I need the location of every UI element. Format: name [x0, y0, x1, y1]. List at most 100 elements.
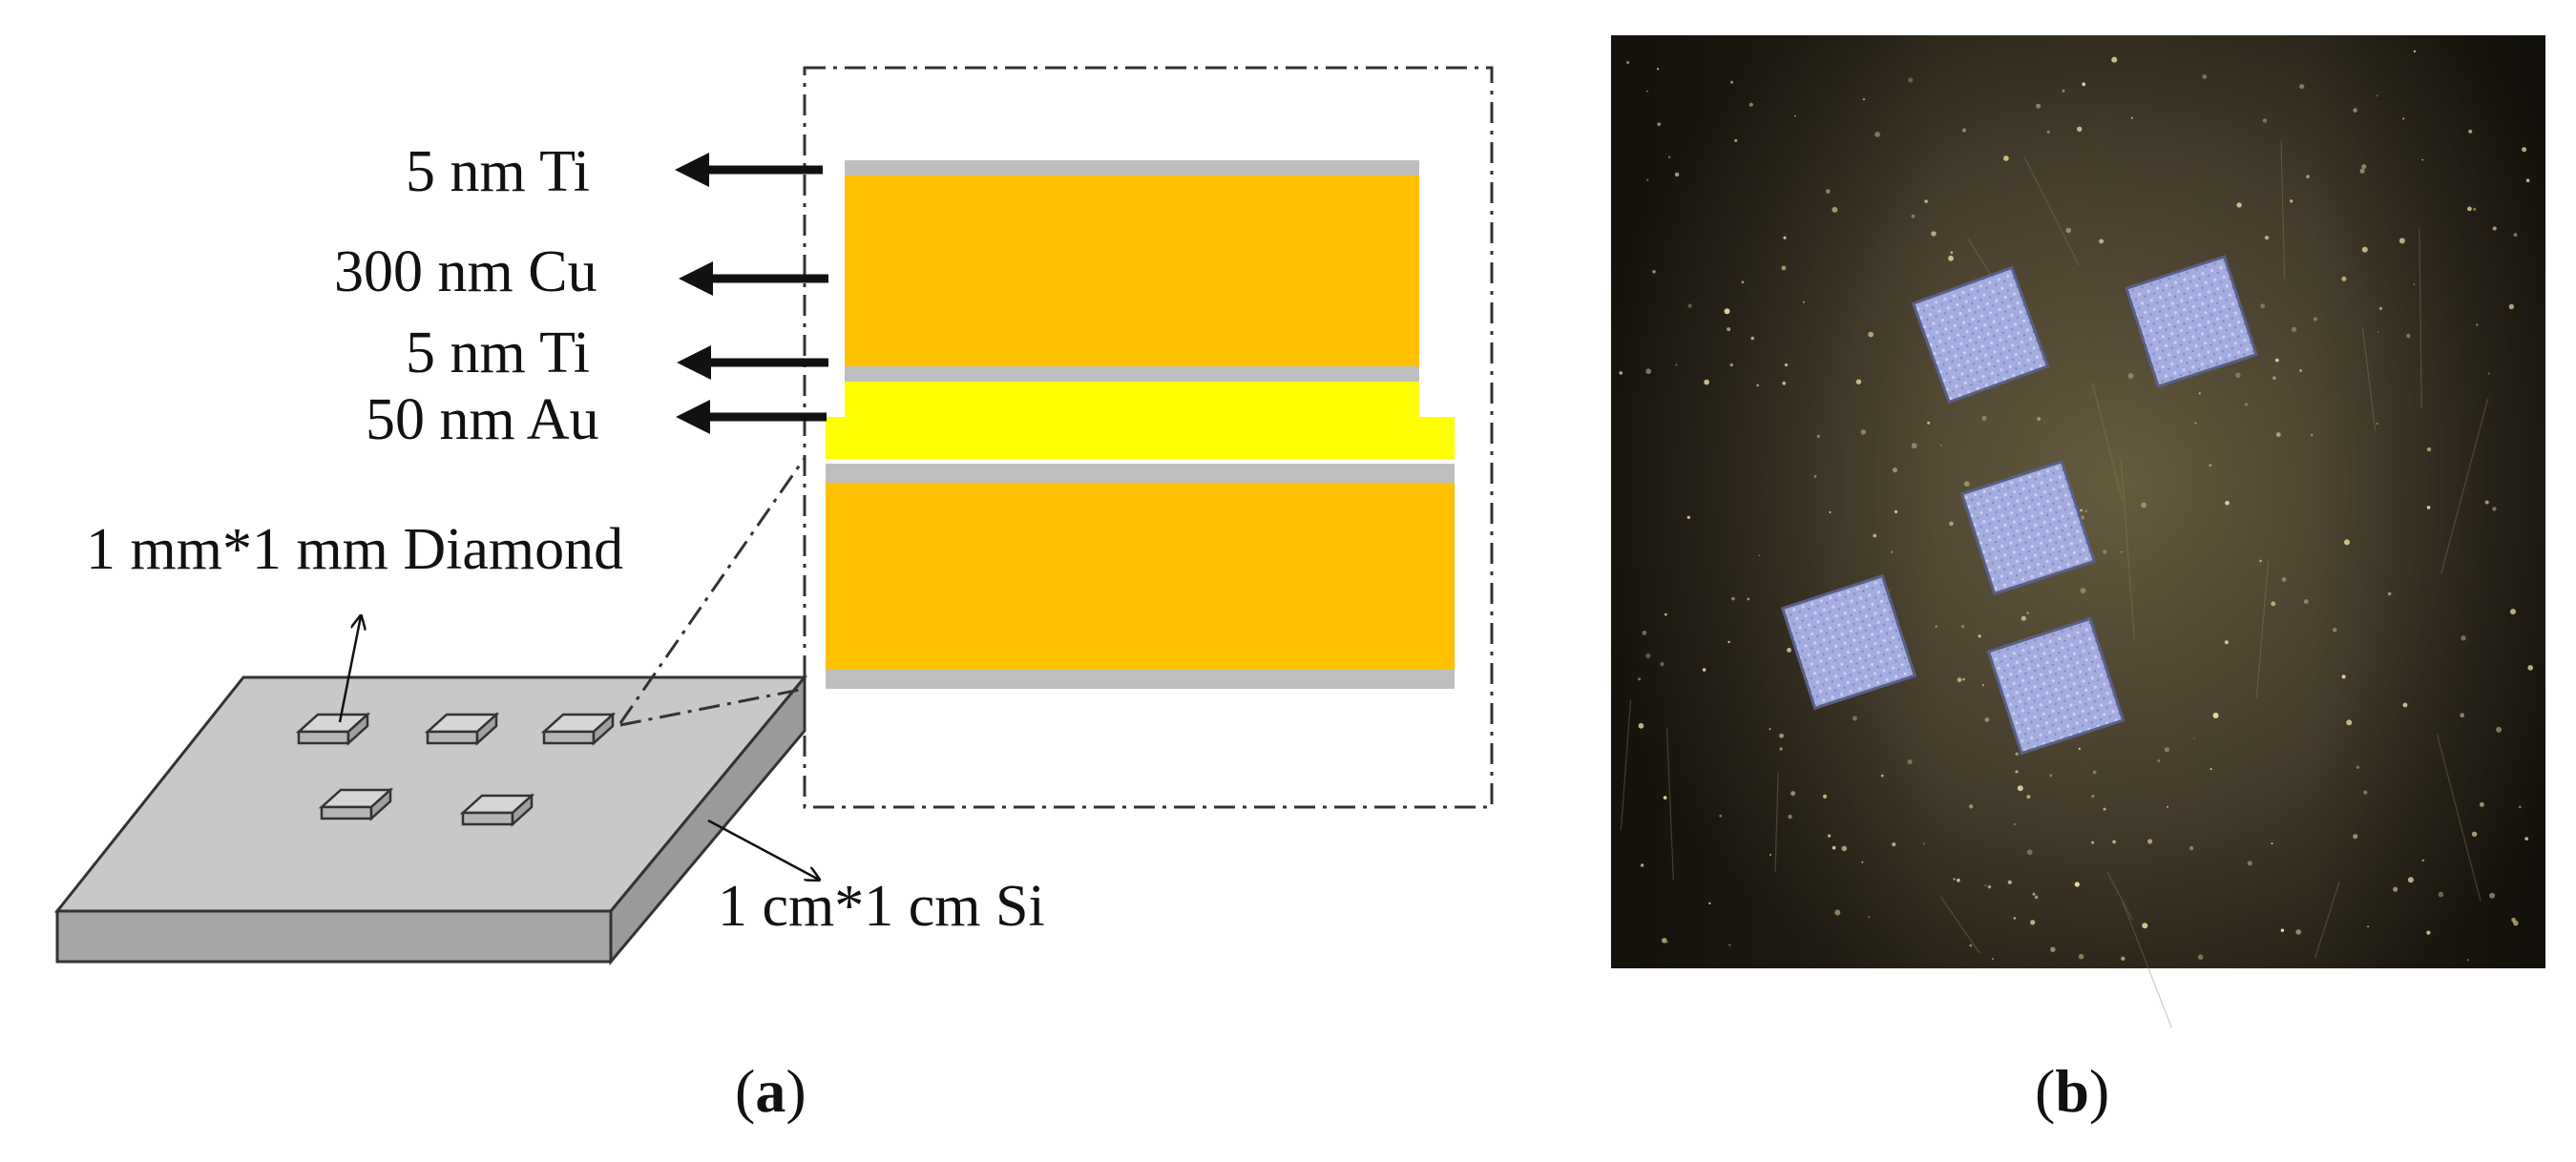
diamond-sample	[1911, 265, 2050, 405]
photo-speckle	[1867, 916, 1871, 919]
photo-speckle	[2489, 892, 2496, 899]
substrate-label: 1 cm*1 cm Si	[718, 874, 1045, 939]
photo-speckle	[2142, 923, 2148, 929]
photo-scratch	[1665, 727, 1674, 881]
photo-speckle	[2092, 770, 2097, 775]
diamond-callout-arrow	[338, 616, 361, 723]
photo-speckle	[2030, 920, 2036, 925]
photo-speckle	[2078, 747, 2081, 751]
label-ti-mid: 5 nm Ti	[406, 321, 590, 385]
photo-speckle	[1834, 909, 1841, 916]
photo-speckle	[2426, 506, 2431, 509]
photo-scratch	[2120, 457, 2135, 640]
photo-scratch	[2122, 902, 2172, 1028]
photo-speckle	[2356, 765, 2359, 769]
photo-speckle	[1730, 80, 1733, 84]
photo-speckle	[1908, 77, 1914, 83]
photo-speckle	[1784, 363, 1789, 367]
photo-scratch	[1939, 896, 1980, 954]
substrate-top-face	[53, 675, 808, 913]
photo-speckle	[2377, 331, 2379, 334]
photo-speckle	[1719, 814, 1723, 818]
photo-speckle	[2271, 601, 2276, 607]
caption-b: (b)	[2035, 1057, 2109, 1125]
photo-speckle	[2513, 233, 2518, 238]
photo-speckle	[1662, 938, 1667, 944]
photo-speckle	[1783, 236, 1787, 239]
photo-speckle	[2363, 790, 2368, 795]
diamond-sample	[1986, 616, 2126, 756]
photo-speckle	[1922, 842, 1925, 845]
photo-speckle	[1664, 612, 1667, 616]
photo-speckle	[2111, 56, 2118, 63]
photo-speckle	[1981, 415, 1987, 421]
photo-speckle	[1779, 733, 1784, 738]
photo-speckle	[1829, 511, 1832, 513]
photo-speckle	[1675, 363, 1678, 366]
photo-speckle	[1638, 677, 1642, 681]
photo-speckle	[2508, 303, 2515, 310]
photo-speckle	[1861, 861, 1864, 863]
photo-speckle	[1911, 214, 1916, 218]
photo-speckle	[1704, 379, 1709, 385]
photo-speckle	[1984, 717, 1990, 722]
photo-speckle	[2003, 156, 2009, 161]
photo-speckle	[2141, 502, 2147, 508]
photo-speckle	[1728, 640, 1730, 644]
photo-speckle	[1756, 384, 1760, 387]
photo-speckle	[2413, 283, 2416, 285]
photo-speckle	[2120, 550, 2123, 553]
photo-scratch	[2419, 228, 2422, 409]
photo-speckle	[2036, 103, 2042, 109]
photo-speckle	[2103, 550, 2107, 554]
label-cu: 300 nm Cu	[334, 239, 597, 304]
photo-speckle	[2367, 925, 2370, 928]
photo-speckle	[2496, 726, 2503, 733]
photo-speckle	[2112, 840, 2116, 844]
photo-speckle	[2167, 805, 2168, 808]
photo-speckle	[2264, 236, 2270, 240]
photo-speckle	[2280, 928, 2285, 932]
layer-labels: 5 nm Ti 300 nm Cu 5 nm Ti 50 nm Au	[334, 139, 599, 452]
photo-scratch	[2023, 156, 2080, 266]
photo-speckle	[1950, 251, 1954, 255]
photo-speckle	[2299, 84, 2305, 90]
photo-speckle	[1779, 747, 1783, 751]
photo-speckle	[2074, 882, 2080, 887]
photo-speckle	[1645, 90, 1648, 93]
photo-speckle	[2037, 417, 2042, 421]
photo-speckle	[2359, 168, 2365, 174]
photo-speckle	[2524, 837, 2529, 840]
photo-speckle	[1860, 429, 1867, 435]
photo-speckle	[2518, 805, 2522, 809]
photo-speckle	[2341, 674, 2346, 679]
photo-speckle	[1978, 634, 1981, 638]
photo-speckle	[2438, 891, 2444, 898]
photo-speckle	[2476, 323, 2479, 326]
layer-stack-inset	[803, 66, 1494, 809]
photo-speckle	[1645, 368, 1652, 375]
photo-speckle	[2202, 74, 2208, 79]
diamonds-on-substrate	[295, 712, 617, 827]
photo-speckle	[2080, 588, 2086, 593]
photo-speckle	[2421, 158, 2423, 161]
diamond-sample	[1959, 459, 2097, 596]
ti-top-layer	[845, 160, 1419, 176]
photo-speckle	[1724, 308, 1730, 315]
photo-speckle	[2511, 917, 2517, 923]
photo-speckle	[1927, 421, 1931, 425]
photo-speckle	[1782, 381, 1787, 385]
photo-speckle	[1687, 303, 1692, 308]
photo-speckle	[2413, 50, 2417, 52]
ti-lower-bottom-layer	[826, 670, 1455, 689]
photo-speckle	[2034, 895, 2039, 900]
photo-speckle	[1727, 327, 1731, 332]
photo-speckle	[1770, 854, 1771, 856]
photo-speckle	[2402, 702, 2408, 708]
label-ti-top: 5 nm Ti	[406, 139, 590, 204]
label-au: 50 nm Au	[366, 387, 599, 452]
photo-speckle	[2103, 807, 2106, 811]
photo-speckle	[2353, 108, 2357, 113]
diamond-chip	[424, 712, 500, 746]
photo-speckle	[2235, 372, 2241, 379]
